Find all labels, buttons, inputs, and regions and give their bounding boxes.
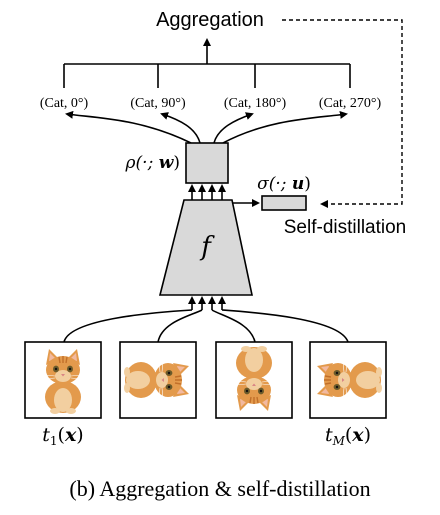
input-image-4 bbox=[309, 341, 387, 419]
encoder-f-trapezoid bbox=[158, 199, 253, 296]
sigma-label: σ(·; u) bbox=[257, 174, 311, 194]
output-label-4: (Cat, 270°) bbox=[319, 96, 382, 111]
self-distillation-dashed-path bbox=[282, 19, 403, 208]
aggregation-label: Aggregation bbox=[156, 9, 264, 31]
rho-to-output-2 bbox=[160, 112, 201, 144]
rho-to-output-3 bbox=[213, 112, 254, 144]
input-3-to-f bbox=[211, 309, 256, 343]
svg-text:(Cat, 180°): (Cat, 180°) bbox=[224, 96, 287, 111]
rho-label: ρ(·; w) bbox=[125, 153, 180, 173]
figure-caption: (b) Aggregation & self-distillation bbox=[69, 476, 370, 501]
input-1-to-f bbox=[63, 309, 193, 343]
svg-text:(Cat, 0°): (Cat, 0°) bbox=[40, 96, 89, 111]
svg-text:(Cat, 270°): (Cat, 270°) bbox=[319, 96, 382, 111]
self-distillation-label: Self-distillation bbox=[284, 217, 407, 238]
input-label-tM: tM(x) bbox=[325, 424, 371, 448]
rho-to-output-4 bbox=[222, 110, 348, 144]
input-image-2 bbox=[119, 341, 197, 419]
input-2-to-f bbox=[157, 309, 203, 343]
input-label-t1: t1(x) bbox=[42, 424, 83, 448]
output-label-3: (Cat, 180°) bbox=[224, 96, 287, 111]
output-label-2: (Cat, 90°) bbox=[130, 96, 186, 111]
output-label-1: (Cat, 0°) bbox=[40, 96, 89, 111]
input-image-3 bbox=[215, 341, 293, 419]
rho-to-output-1 bbox=[65, 110, 192, 144]
rho-head-box bbox=[185, 142, 229, 184]
input-4-to-f bbox=[221, 309, 349, 343]
svg-text:(Cat, 90°): (Cat, 90°) bbox=[130, 96, 186, 111]
sigma-head-box bbox=[261, 195, 307, 211]
input-image-1 bbox=[24, 341, 102, 419]
